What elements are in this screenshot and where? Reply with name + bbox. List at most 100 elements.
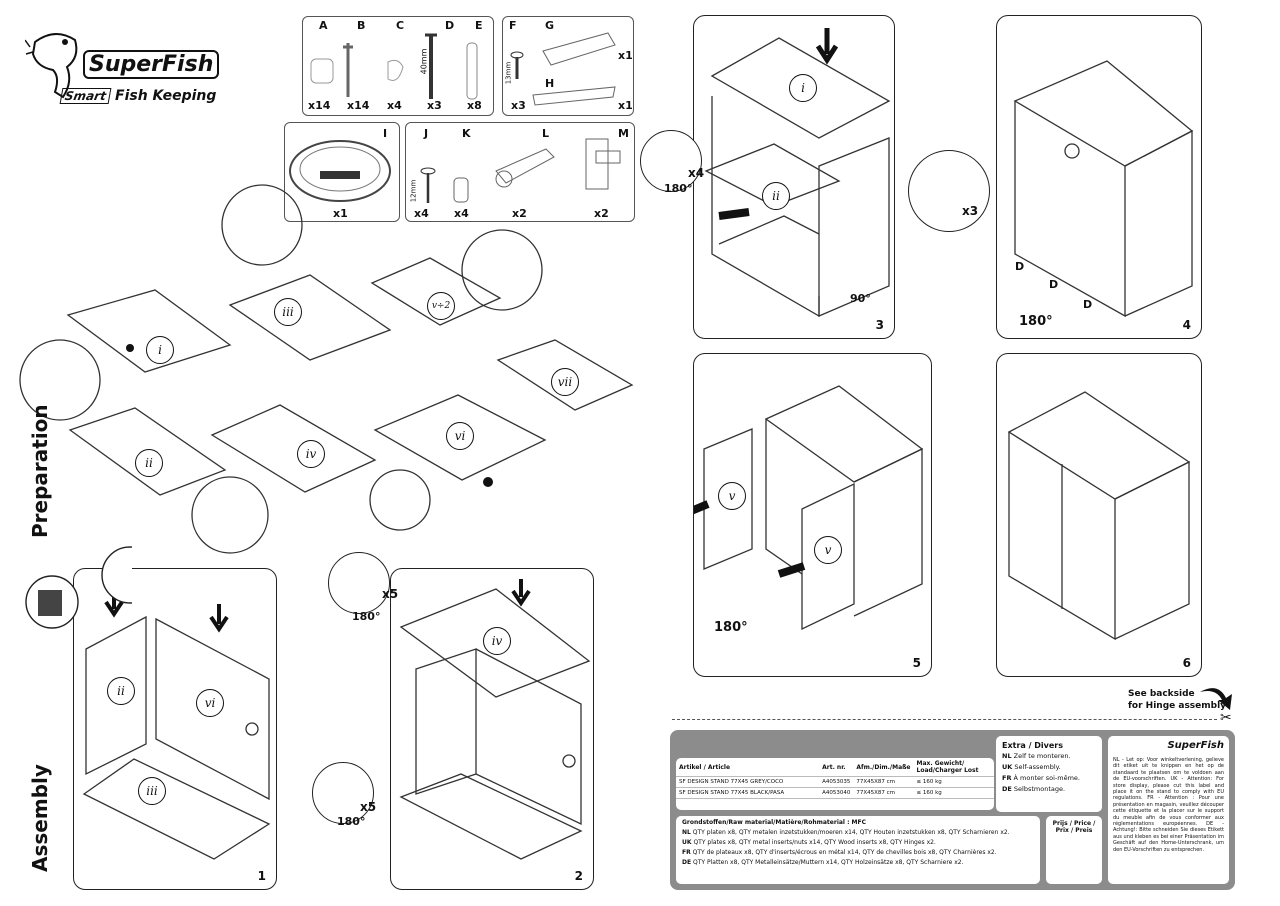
material-text: QTY de plateaux x8, QTY d'inserts/écrous…	[692, 849, 997, 856]
brand-name: SuperFish	[83, 50, 220, 79]
screw-count: x5	[360, 800, 377, 814]
hinge-hardware-icon	[420, 138, 621, 203]
table-cell: ≤ 160 kg	[913, 787, 994, 799]
panel-label-vii: vii	[551, 368, 579, 396]
part-qty: x4	[454, 207, 469, 220]
panel-label-vi: vi	[196, 689, 224, 717]
part-letter-g: G	[545, 19, 555, 32]
table-cell: ≤ 160 kg	[913, 776, 994, 788]
extra-text: À monter soi-même.	[1013, 774, 1081, 782]
part-letter-f: F	[509, 19, 517, 32]
part-letter: M	[618, 127, 629, 140]
table-header: Artikel / Article	[676, 758, 820, 777]
lang-code: NL	[1002, 752, 1012, 760]
rotation-label: 180°	[1019, 314, 1053, 329]
panel-label-i: i	[146, 336, 174, 364]
table-cell: A4053035	[819, 776, 854, 788]
panel-label-ii: ii	[135, 449, 163, 477]
legal-panel: SuperFish NL - Let op: Voor winkeltverle…	[1108, 736, 1229, 884]
table-row: SF DESIGN STAND 77X45 GREY/COCO A4053035…	[676, 776, 994, 788]
part-qty: x2	[512, 207, 527, 220]
part-letter: J	[424, 127, 429, 140]
legal-text: NL - Let op: Voor winkeltverlening, geli…	[1113, 757, 1224, 853]
part-letter: D	[445, 19, 455, 32]
price-panel: Prijs / Price / Prix / Preis	[1046, 816, 1102, 884]
step-5-illustration	[694, 385, 924, 631]
screw-count: x4	[688, 166, 705, 180]
part-qty-h: x1	[618, 99, 633, 112]
step-number: 1	[257, 869, 266, 883]
scissors-icon: ✂	[1220, 710, 1232, 726]
lang-code: UK	[682, 839, 692, 846]
panel-label-iii: iii	[138, 777, 166, 805]
material-text: QTY plates x8, QTY metal inserts/nuts x1…	[693, 839, 936, 846]
screw-count: x3	[962, 204, 979, 218]
part-letter: C	[396, 19, 405, 32]
step-number: 6	[1182, 656, 1191, 670]
lang-code: FR	[1002, 774, 1012, 782]
panel-label-i: i	[789, 74, 817, 102]
step-number: 2	[574, 869, 583, 883]
extra-text: Selbstmontage.	[1013, 785, 1066, 793]
brand-logo: SuperFish Smart Fish Keeping	[25, 22, 225, 112]
article-table-panel: Artikel / Article Art. nr. Afm./Dim./Maß…	[676, 758, 994, 810]
step-number: 4	[1182, 318, 1191, 332]
rotation-label: 90°	[850, 292, 871, 305]
dimension-label: 13mm	[504, 61, 513, 85]
part-letter-i: I	[383, 127, 388, 140]
rotation-label: 180°	[337, 815, 366, 828]
material-text: QTY Platten x8, QTY Metalleinsätze/Mutte…	[693, 859, 964, 866]
rotation-callout	[328, 552, 390, 614]
table-header: Max. Gewicht/ Load/Charger Lost	[913, 758, 994, 777]
step-1-illustration	[82, 589, 271, 860]
arrow-right-icon	[1200, 688, 1232, 710]
screw-callout	[908, 150, 990, 232]
panel-label-ii: ii	[107, 677, 135, 705]
brand-tagline-smart: Smart	[59, 88, 112, 104]
hinge-plate-icon	[510, 32, 616, 106]
step-5-box: v v 180° 5	[693, 353, 932, 677]
hardware-letter: D	[1015, 260, 1025, 273]
material-line: DE QTY Platten x8, QTY Metalleinsätze/Mu…	[682, 858, 1034, 868]
lang-code: UK	[1002, 763, 1013, 771]
rotation-label: 180°	[352, 610, 381, 623]
dimension-label: 40mm	[419, 48, 429, 75]
preparation-diagram	[19, 184, 634, 554]
table-row: SF DESIGN STAND 77X45 BLACK/PASA A405304…	[676, 787, 994, 799]
lang-code: DE	[682, 859, 692, 866]
lang-code: DE	[1002, 785, 1012, 793]
part-qty: x3	[427, 99, 442, 112]
hardware-letter: D	[1083, 298, 1093, 311]
table-header: Afm./Dim./Maße	[853, 758, 914, 777]
panel-label-ii: ii	[762, 182, 790, 210]
part-letter: B	[357, 19, 366, 32]
table-cell: 77X45X87 cm	[853, 776, 914, 788]
part-qty: x14	[347, 99, 370, 112]
panel-label-vi: vi	[446, 422, 474, 450]
price-label: Prijs / Price / Prix / Preis	[1052, 820, 1096, 834]
step-6-illustration	[1007, 391, 1191, 641]
lang-code: FR	[682, 849, 691, 856]
screw-count: x5	[382, 587, 399, 601]
backside-note: See backside for Hinge assembly	[1128, 688, 1226, 712]
fish-mascot-icon	[25, 33, 78, 99]
panel-label-iv: iv	[297, 440, 325, 468]
step-1-box: ii vi iii 1	[73, 568, 277, 890]
label-brand-name: SuperFish	[1167, 740, 1224, 751]
brand-tagline: Fish Keeping	[115, 88, 217, 104]
backside-note-line1: See backside	[1128, 689, 1195, 699]
section-title-preparation: Preparation	[28, 404, 52, 538]
parts-box-j-m: J K L M x4 x4 x2 x2 12mm	[405, 122, 635, 222]
extra-line: NL Zelf te monteren.	[1002, 751, 1096, 762]
part-qty-g: x1	[618, 49, 633, 62]
step-2-illustration	[399, 579, 591, 860]
rotation-callout	[640, 130, 702, 192]
step-number: 3	[875, 318, 884, 332]
rotation-label: 180°	[714, 620, 748, 635]
hardware-parts-icon	[310, 33, 478, 100]
part-qty-f: x3	[511, 99, 526, 112]
extra-text: Zelf te monteren.	[1013, 752, 1071, 760]
extra-text: Self-assembly.	[1014, 763, 1061, 771]
lang-code: NL	[682, 829, 691, 836]
step-3-box: i ii 90° 3	[693, 15, 895, 339]
